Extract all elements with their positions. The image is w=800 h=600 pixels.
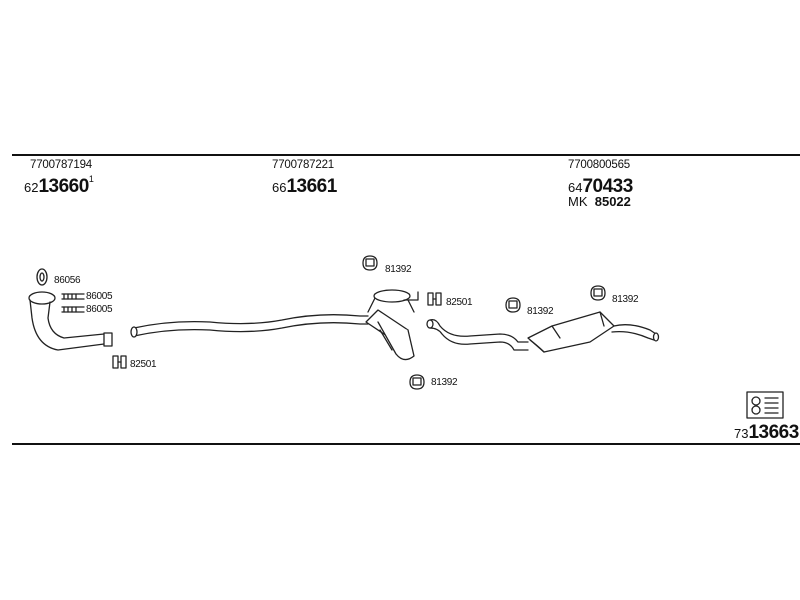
top-rule <box>12 154 800 156</box>
kit-number: 7313663 <box>734 423 799 442</box>
label-clamp-mid: 82501 <box>446 297 473 308</box>
label-ring: 86056 <box>54 275 81 286</box>
kit-symbol-icon <box>746 391 784 419</box>
bottom-rule <box>12 443 800 445</box>
part-prefix-2: 66 <box>272 180 287 195</box>
part-main-3: 70433 <box>582 176 633 197</box>
part-main-1: 13660 <box>38 176 89 197</box>
oe-number-3: 7700800565 <box>568 159 630 171</box>
hanger-top-icon <box>362 255 378 271</box>
mk-number: 85022 <box>594 194 631 209</box>
label-clamp-left: 82501 <box>130 359 157 370</box>
rear-pipe <box>426 318 529 351</box>
kit-main: 13663 <box>748 422 799 443</box>
part-number-2: 6613661 <box>272 177 337 196</box>
part-prefix-3: 64 <box>568 180 583 195</box>
label-hanger-mid: 81392 <box>527 306 554 317</box>
hanger-bottom-icon <box>409 374 425 390</box>
front-pipe <box>28 291 113 351</box>
label-bolt-1: 86005 <box>86 291 113 302</box>
hanger-right-icon <box>590 285 606 301</box>
rear-silencer <box>527 311 660 353</box>
kit-prefix: 73 <box>734 426 749 441</box>
part-prefix-1: 62 <box>24 180 39 195</box>
clamp-mid-icon <box>427 292 442 306</box>
mk-label: MK 85022 <box>568 195 631 208</box>
center-resonator <box>365 289 419 361</box>
clamp-left-icon <box>112 355 127 369</box>
label-hanger-top: 81392 <box>385 264 412 275</box>
middle-pipe <box>130 314 369 338</box>
bolt-icon-2 <box>61 306 85 313</box>
part-main-2: 13661 <box>286 176 337 197</box>
part-number-1: 62136601 <box>24 174 94 197</box>
part-number-3: 6470433 <box>568 177 633 196</box>
hanger-mid-icon <box>505 297 521 313</box>
mk-prefix: MK <box>568 194 588 209</box>
label-hanger-bottom: 81392 <box>431 377 458 388</box>
part-suffix-1: 1 <box>88 174 94 184</box>
ring-gasket-icon <box>36 268 48 286</box>
oe-number-2: 7700787221 <box>272 159 334 171</box>
bolt-icon-1 <box>61 293 85 300</box>
oe-number-1: 7700787194 <box>30 159 92 171</box>
label-bolt-2: 86005 <box>86 304 113 315</box>
label-hanger-right: 81392 <box>612 294 639 305</box>
